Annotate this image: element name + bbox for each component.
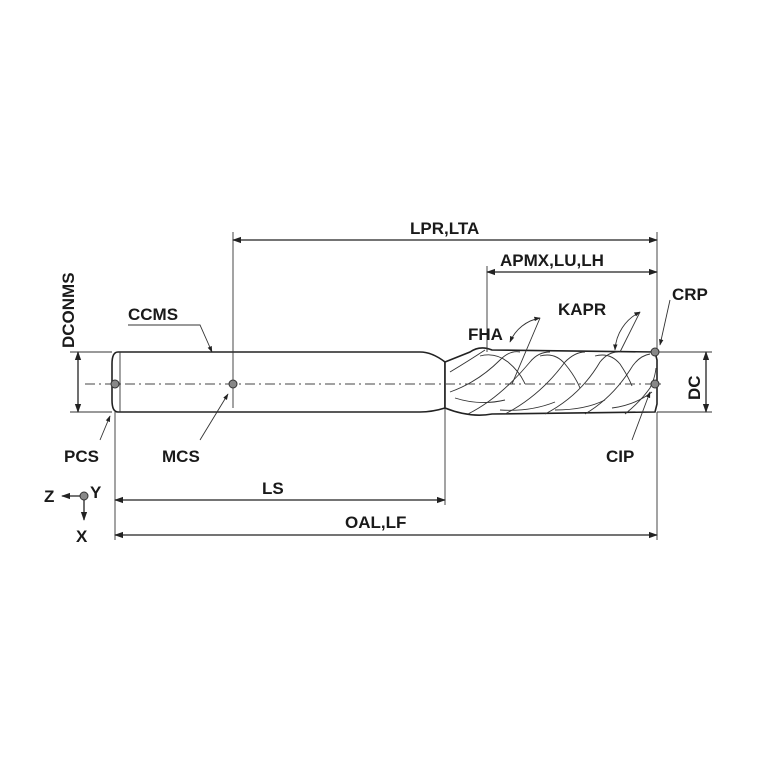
cip-point	[650, 379, 660, 389]
label-pcs: PCS	[64, 447, 99, 466]
pcs-point	[110, 379, 120, 389]
crp-point	[650, 347, 660, 357]
label-apmx-lu-lh: APMX,LU,LH	[500, 251, 604, 270]
label-crp: CRP	[672, 285, 708, 304]
label-oal-lf: OAL,LF	[345, 513, 406, 532]
axis-indicator	[61, 491, 89, 521]
label-cip: CIP	[606, 447, 634, 466]
label-ls: LS	[262, 479, 284, 498]
label-dc: DC	[685, 375, 704, 400]
leader-lines	[99, 299, 671, 441]
tool-flutes	[444, 347, 658, 416]
label-lpr-lta: LPR,LTA	[410, 219, 479, 238]
tool-shank	[111, 351, 446, 413]
label-ccms: CCMS	[128, 305, 178, 324]
label-fha: FHA	[468, 325, 503, 344]
axis-origin-point	[79, 491, 89, 501]
label-kapr: KAPR	[558, 300, 606, 319]
label-mcs: MCS	[162, 447, 200, 466]
label-axis-z: Z	[44, 487, 54, 506]
mcs-point	[228, 379, 238, 389]
label-axis-x: X	[76, 527, 88, 546]
label-dconms: DCONMS	[59, 272, 78, 348]
extension-lines	[70, 232, 712, 540]
label-axis-y: Y	[90, 483, 102, 502]
